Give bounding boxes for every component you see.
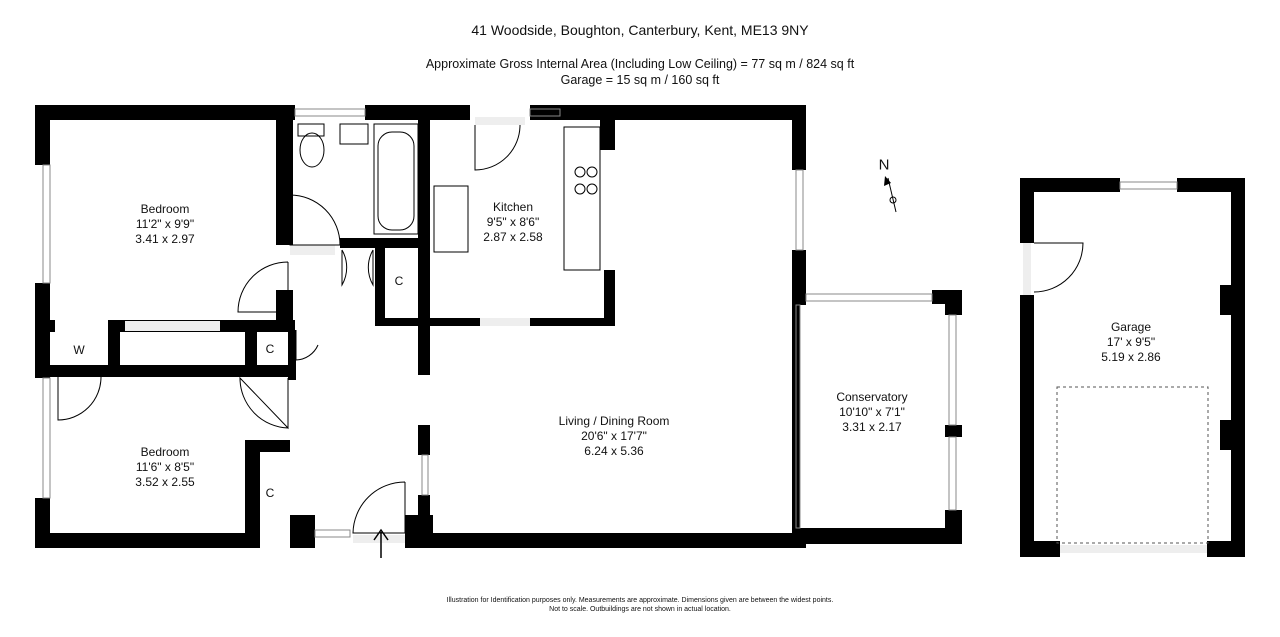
room-name: Garage [1110, 320, 1152, 334]
room-metric: 3.52 x 2.55 [135, 475, 195, 489]
room-imperial: 11'2" x 9'9" [135, 217, 195, 231]
room-imperial: 20'6" x 17'7" [581, 429, 647, 443]
disclaimer-line-1: Illustration for Identification purposes… [446, 597, 834, 604]
walls [35, 105, 1245, 557]
gross-area: Approximate Gross Internal Area (Includi… [425, 57, 855, 71]
fixtures [297, 123, 601, 271]
compass-north-label: N [878, 156, 890, 174]
cupboard-label: C [265, 342, 275, 356]
cupboard-label: C [394, 274, 404, 288]
room-imperial: 9'5" x 8'6" [486, 215, 540, 229]
room-label-conservatory: Conservatory 10'10" x 7'1" 3.31 x 2.17 [836, 390, 907, 435]
room-label-living-dining: Living / Dining Room 20'6" x 17'7" 6.24 … [559, 414, 670, 459]
garage-area: Garage = 15 sq m / 160 sq ft [560, 73, 720, 87]
room-metric: 5.19 x 2.86 [1101, 350, 1161, 364]
room-imperial: 17' x 9'5" [1106, 335, 1156, 349]
windows [42, 108, 1178, 538]
room-name: Bedroom [140, 445, 190, 459]
room-name: Conservatory [836, 390, 908, 404]
room-label-garage: Garage 17' x 9'5" 5.19 x 2.86 [1101, 320, 1160, 365]
room-name: Kitchen [492, 200, 534, 214]
room-label-kitchen: Kitchen 9'5" x 8'6" 2.87 x 2.58 [483, 200, 542, 245]
room-metric: 6.24 x 5.36 [584, 444, 644, 458]
room-imperial: 10'10" x 7'1" [839, 405, 905, 419]
disclaimer-line-2: Not to scale. Outbuildings are not shown… [549, 606, 731, 613]
room-imperial: 11'6" x 8'5" [135, 460, 195, 474]
door-swings [57, 124, 1209, 544]
room-metric: 2.87 x 2.58 [483, 230, 543, 244]
room-name: Living / Dining Room [558, 414, 670, 428]
room-label-bedroom-1: Bedroom 11'2" x 9'9" 3.41 x 2.97 [135, 202, 194, 247]
room-metric: 3.41 x 2.97 [135, 232, 195, 246]
room-label-bedroom-2: Bedroom 11'6" x 8'5" 3.52 x 2.55 [135, 445, 194, 490]
wardrobe-label: W [73, 343, 85, 357]
room-metric: 3.31 x 2.17 [842, 420, 902, 434]
room-name: Bedroom [140, 202, 190, 216]
property-address: 41 Woodside, Boughton, Canterbury, Kent,… [471, 22, 809, 38]
cupboard-label: C [265, 486, 275, 500]
